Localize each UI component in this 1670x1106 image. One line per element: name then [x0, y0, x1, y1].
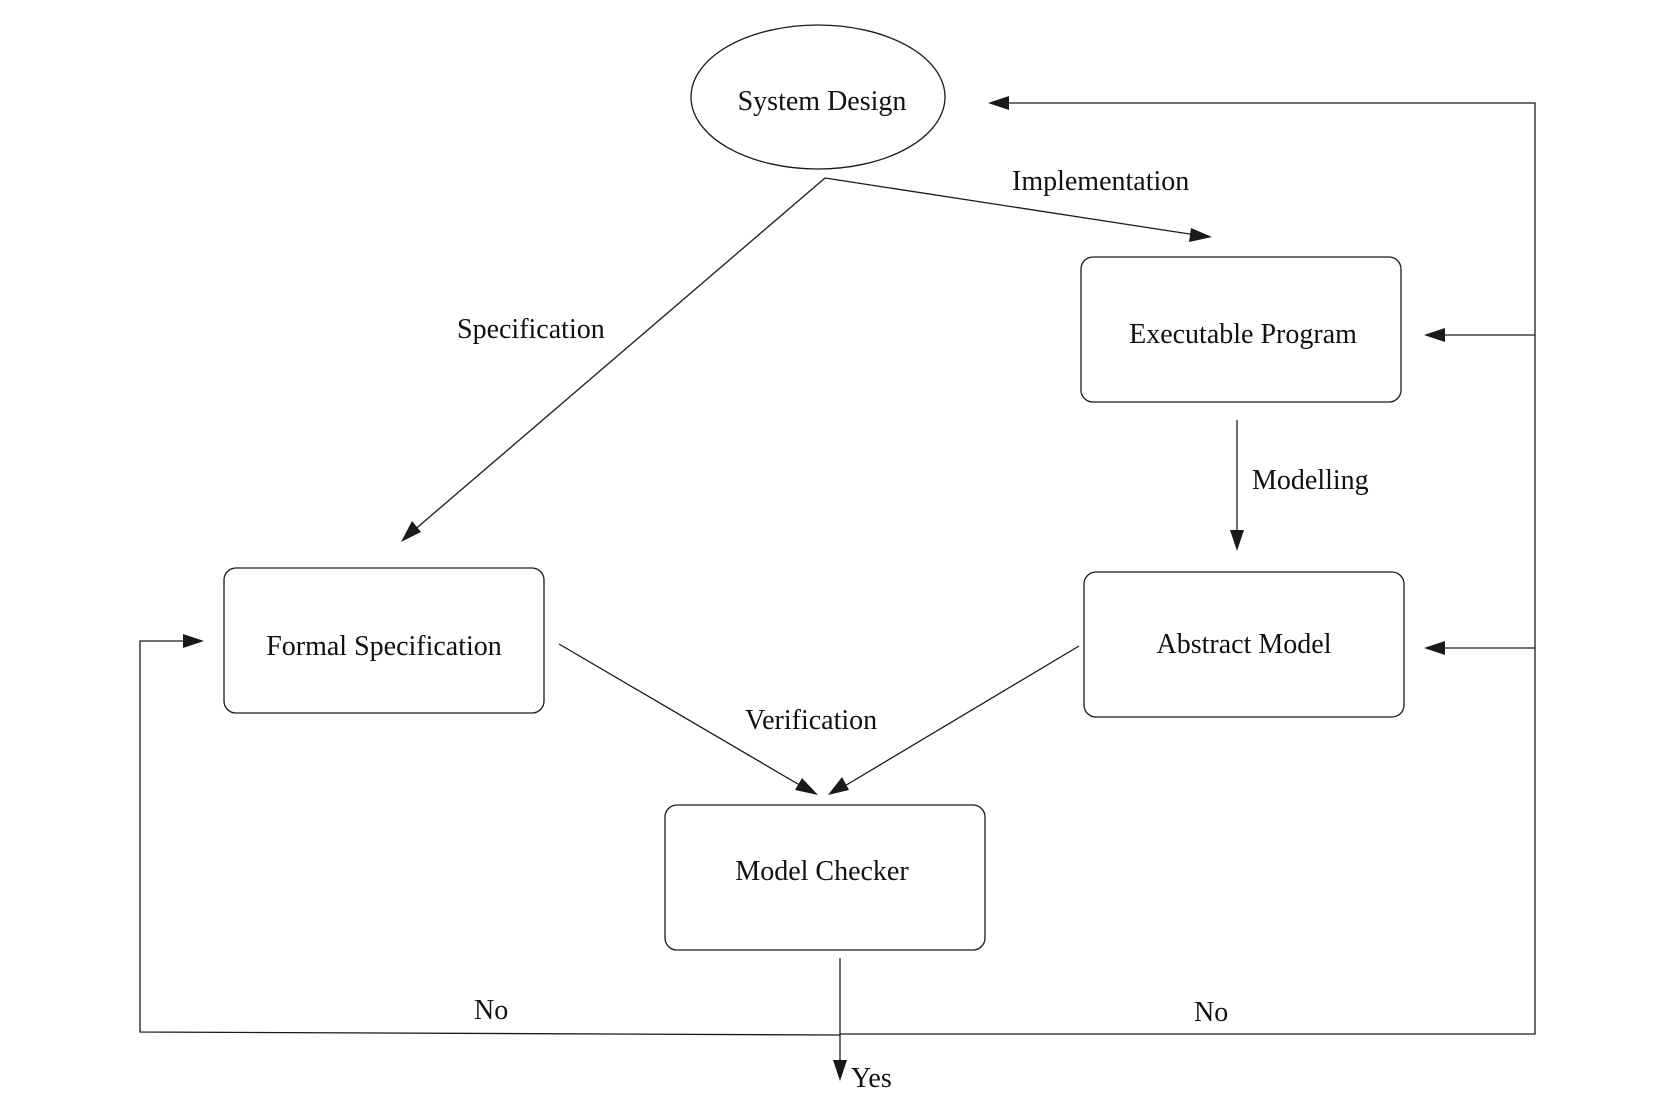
edge-specification [401, 177, 826, 542]
model-checker-label: Model Checker [735, 856, 909, 887]
edge-label-modelling: Modelling [1252, 465, 1369, 496]
node-executable-program[interactable]: Executable Program [1080, 256, 1402, 403]
arrowhead-specification [401, 521, 421, 542]
arrowhead-implementation [1189, 228, 1212, 242]
edge-label-no-right: No [1194, 997, 1228, 1028]
arrowhead-no-right-executable-program [1424, 328, 1445, 342]
edge-modelling [1230, 420, 1244, 551]
arrowhead-verification-left [795, 778, 818, 795]
arrowhead-no-left [183, 634, 204, 648]
edge-verification-left [558, 643, 818, 795]
arrowhead-no-right-system-design [988, 96, 1009, 110]
node-model-checker[interactable]: Model Checker [664, 804, 986, 951]
edge-implementation [824, 177, 1212, 242]
node-formal-specification[interactable]: Formal Specification [223, 567, 545, 714]
abstract-model-box [1083, 571, 1405, 718]
system-design-ellipse [690, 24, 946, 170]
arrowhead-yes [833, 1060, 847, 1081]
edge-no-right-feedback [840, 96, 1536, 1035]
formal-specification-label: Formal Specification [266, 631, 502, 662]
abstract-model-label: Abstract Model [1157, 629, 1332, 660]
edge-label-verification: Verification [745, 705, 877, 736]
edge-verification-right [828, 645, 1080, 795]
formal-specification-box [223, 567, 545, 714]
edge-label-implementation: Implementation [1012, 166, 1189, 197]
node-system-design[interactable]: System Design [690, 24, 946, 170]
edge-label-yes: Yes [851, 1063, 892, 1094]
arrowhead-no-right-abstract-model [1424, 641, 1445, 655]
model-checker-box [664, 804, 986, 951]
edge-yes [833, 958, 847, 1081]
edge-label-no-left: No [474, 995, 508, 1026]
node-abstract-model[interactable]: Abstract Model [1083, 571, 1405, 718]
executable-program-label: Executable Program [1129, 319, 1357, 350]
edge-label-specification: Specification [457, 314, 605, 345]
arrowhead-modelling [1230, 530, 1244, 551]
system-design-label: System Design [738, 86, 907, 117]
edge-no-left-feedback [139, 634, 841, 1036]
arrowhead-verification-right [828, 777, 849, 795]
executable-program-box [1080, 256, 1402, 403]
